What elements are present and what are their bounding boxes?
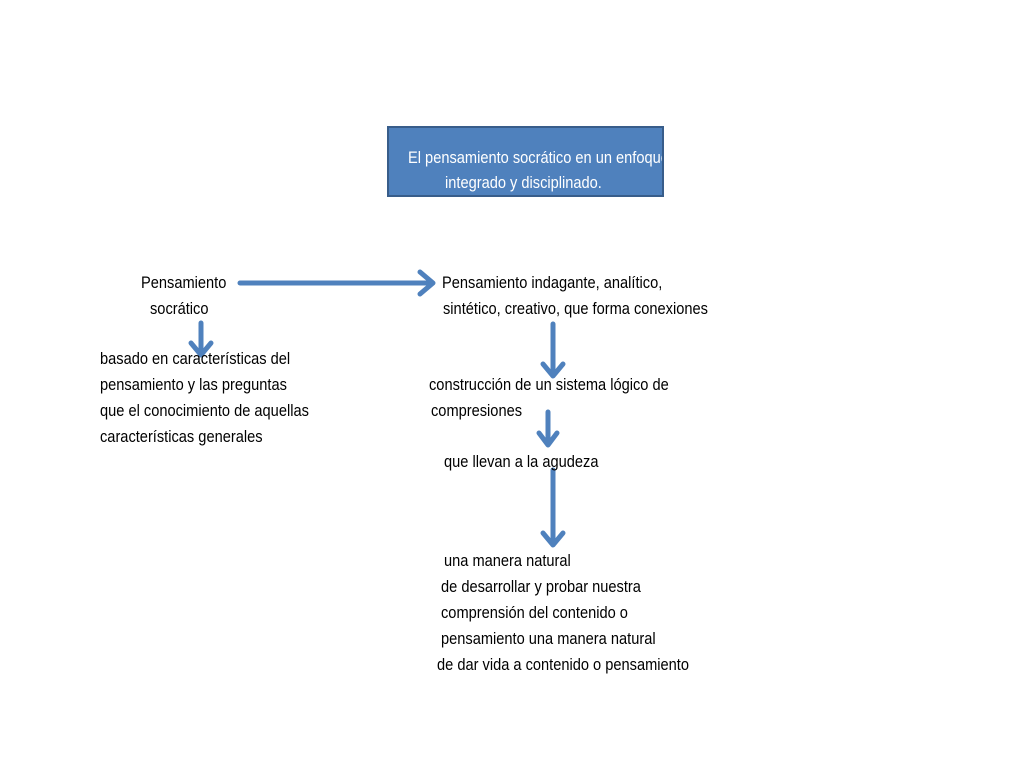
agudeza-text: que llevan a la agudeza: [444, 452, 599, 471]
construction-line-2: compresiones: [431, 401, 523, 420]
final-line-3: comprensión del contenido o: [441, 603, 628, 622]
arrow-socratic-down: [188, 320, 214, 358]
arrow-agudeza-down: [540, 467, 566, 548]
left-desc-line-4: características generales: [100, 427, 263, 446]
arrow-inquiring-down: [540, 321, 566, 379]
final-line-1: una manera natural: [444, 551, 571, 570]
final-line-5: de dar vida a contenido o pensamiento: [437, 655, 689, 674]
left-desc-line-1: basado en características del: [100, 349, 291, 368]
final-line-4: pensamiento una manera natural: [441, 629, 656, 648]
left-heading-line-2: socrático: [150, 299, 209, 318]
title-line-1: El pensamiento socrático en un enfoque: [408, 148, 664, 167]
title-line-2: integrado y disciplinado.: [445, 173, 602, 192]
final-line-2: de desarrollar y probar nuestra: [441, 577, 641, 596]
construction-line-1: construcción de un sistema lógico de: [429, 375, 669, 394]
left-desc-line-3: que el conocimiento de aquellas: [100, 401, 309, 420]
right-heading-line-1: Pensamiento indagante, analítico,: [442, 273, 663, 292]
title-box: El pensamiento socrático en un enfoque i…: [387, 126, 664, 197]
arrow-construction-down: [536, 409, 560, 448]
arrow-socratic-to-inquiring: [237, 269, 436, 297]
left-desc-line-2: pensamiento y las preguntas: [100, 375, 287, 394]
left-heading-line-1: Pensamiento: [141, 273, 227, 292]
right-heading-line-2: sintético, creativo, que forma conexione…: [443, 299, 708, 318]
